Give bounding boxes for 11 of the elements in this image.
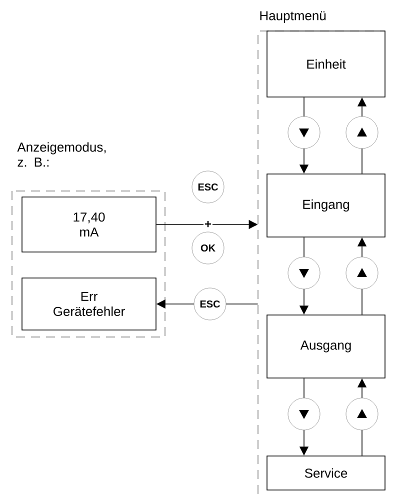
menu-box: Err Gerätefehler [22,278,156,330]
menu-box: Einheit [266,30,386,98]
menu-box: 17,40 mA [22,196,156,252]
key-label: OK [192,232,224,264]
menu-box: Eingang [266,174,386,238]
menu-box: Ausgang [266,314,386,378]
menu-box: Service [266,456,386,490]
key-label: ESC [194,288,226,320]
node-label: Anzeigemodus, z. B.: [17,142,106,167]
key-label: ESC [192,170,224,204]
edge-label: + [204,220,212,230]
